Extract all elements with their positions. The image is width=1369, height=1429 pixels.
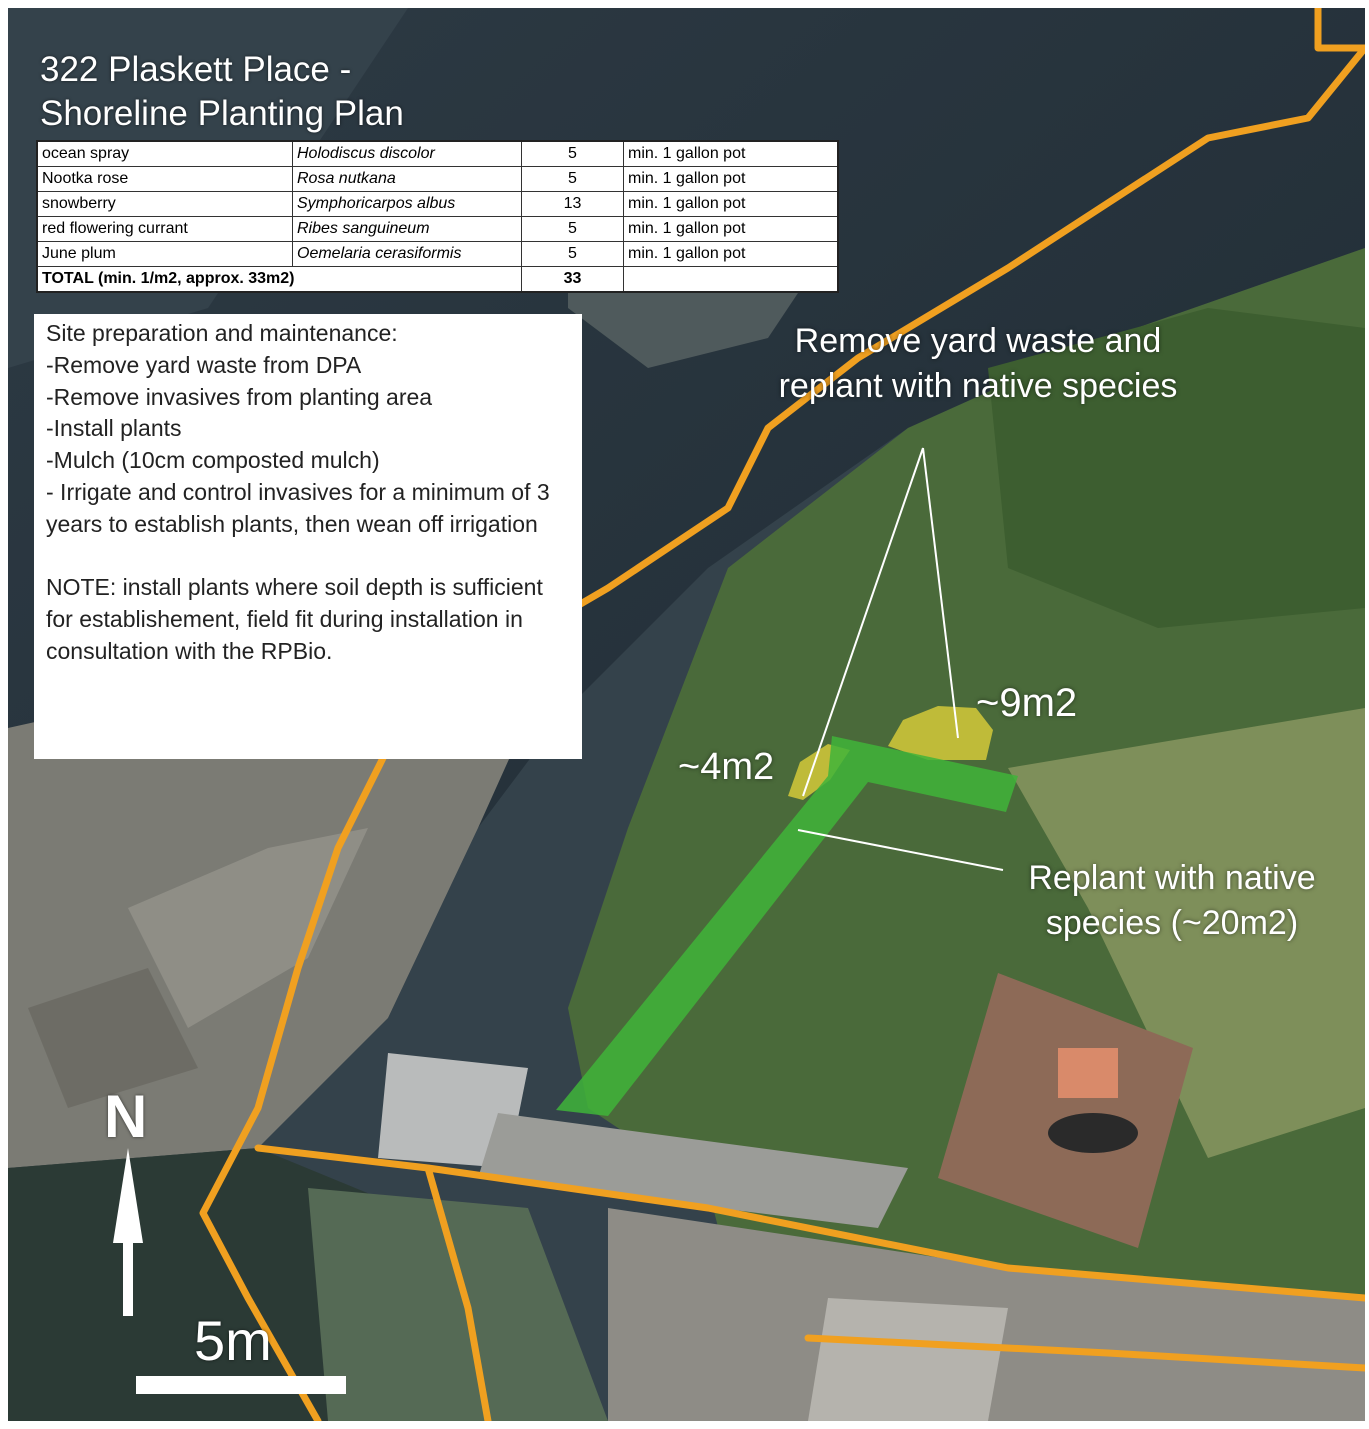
callout-area-4m2: ~4m2 [678,746,775,788]
size-cell: min. 1 gallon pot [623,140,839,167]
scale-bar-label: 5m [194,1309,272,1372]
common-name-cell: snowberry [36,191,293,217]
table-total-row: TOTAL (min. 1/m2, approx. 33m2) 33 [36,266,839,293]
total-quantity-cell: 33 [521,266,624,293]
map-title-line-2: Shoreline Planting Plan [40,94,404,133]
quantity-cell: 13 [521,191,624,217]
table-row: Nootka rose Rosa nutkana 5 min. 1 gallon… [36,166,839,192]
callout-remove-yard-waste: Remove yard waste and replant with nativ… [778,322,1178,405]
aerial-map: 322 Plaskett Place - Shoreline Planting … [8,8,1365,1421]
table-row: ocean spray Holodiscus discolor 5 min. 1… [36,140,839,167]
quantity-cell: 5 [521,166,624,192]
scientific-name-cell: Rosa nutkana [292,166,522,192]
scientific-name-cell: Oemelaria cerasiformis [292,241,522,267]
scientific-name-cell: Ribes sanguineum [292,216,522,242]
table-row: snowberry Symphoricarpos albus 13 min. 1… [36,191,839,217]
north-arrow-label: N [104,1083,148,1150]
total-size-cell [623,266,839,293]
total-label-cell: TOTAL (min. 1/m2, approx. 33m2) [36,266,522,293]
common-name-cell: ocean spray [36,140,293,167]
common-name-cell: red flowering currant [36,216,293,242]
quantity-cell: 5 [521,140,624,167]
scientific-name-cell: Holodiscus discolor [292,140,522,167]
common-name-cell: June plum [36,241,293,267]
scientific-name-cell: Symphoricarpos albus [292,191,522,217]
common-name-cell: Nootka rose [36,166,293,192]
table-row: red flowering currant Ribes sanguineum 5… [36,216,839,242]
size-cell: min. 1 gallon pot [623,191,839,217]
map-title-line-1: 322 Plaskett Place - [40,50,352,89]
map-title: 322 Plaskett Place - Shoreline Planting … [40,48,404,136]
callout-area-9m2: ~9m2 [976,681,1078,725]
table-row: June plum Oemelaria cerasiformis 5 min. … [36,241,839,267]
site-preparation-notes: Site preparation and maintenance: -Remov… [34,314,582,759]
size-cell: min. 1 gallon pot [623,216,839,242]
size-cell: min. 1 gallon pot [623,166,839,192]
callout-replant: Replant with native species (~20m2) [1028,859,1316,942]
planting-table: ocean spray Holodiscus discolor 5 min. 1… [36,140,839,293]
quantity-cell: 5 [521,241,624,267]
quantity-cell: 5 [521,216,624,242]
size-cell: min. 1 gallon pot [623,241,839,267]
